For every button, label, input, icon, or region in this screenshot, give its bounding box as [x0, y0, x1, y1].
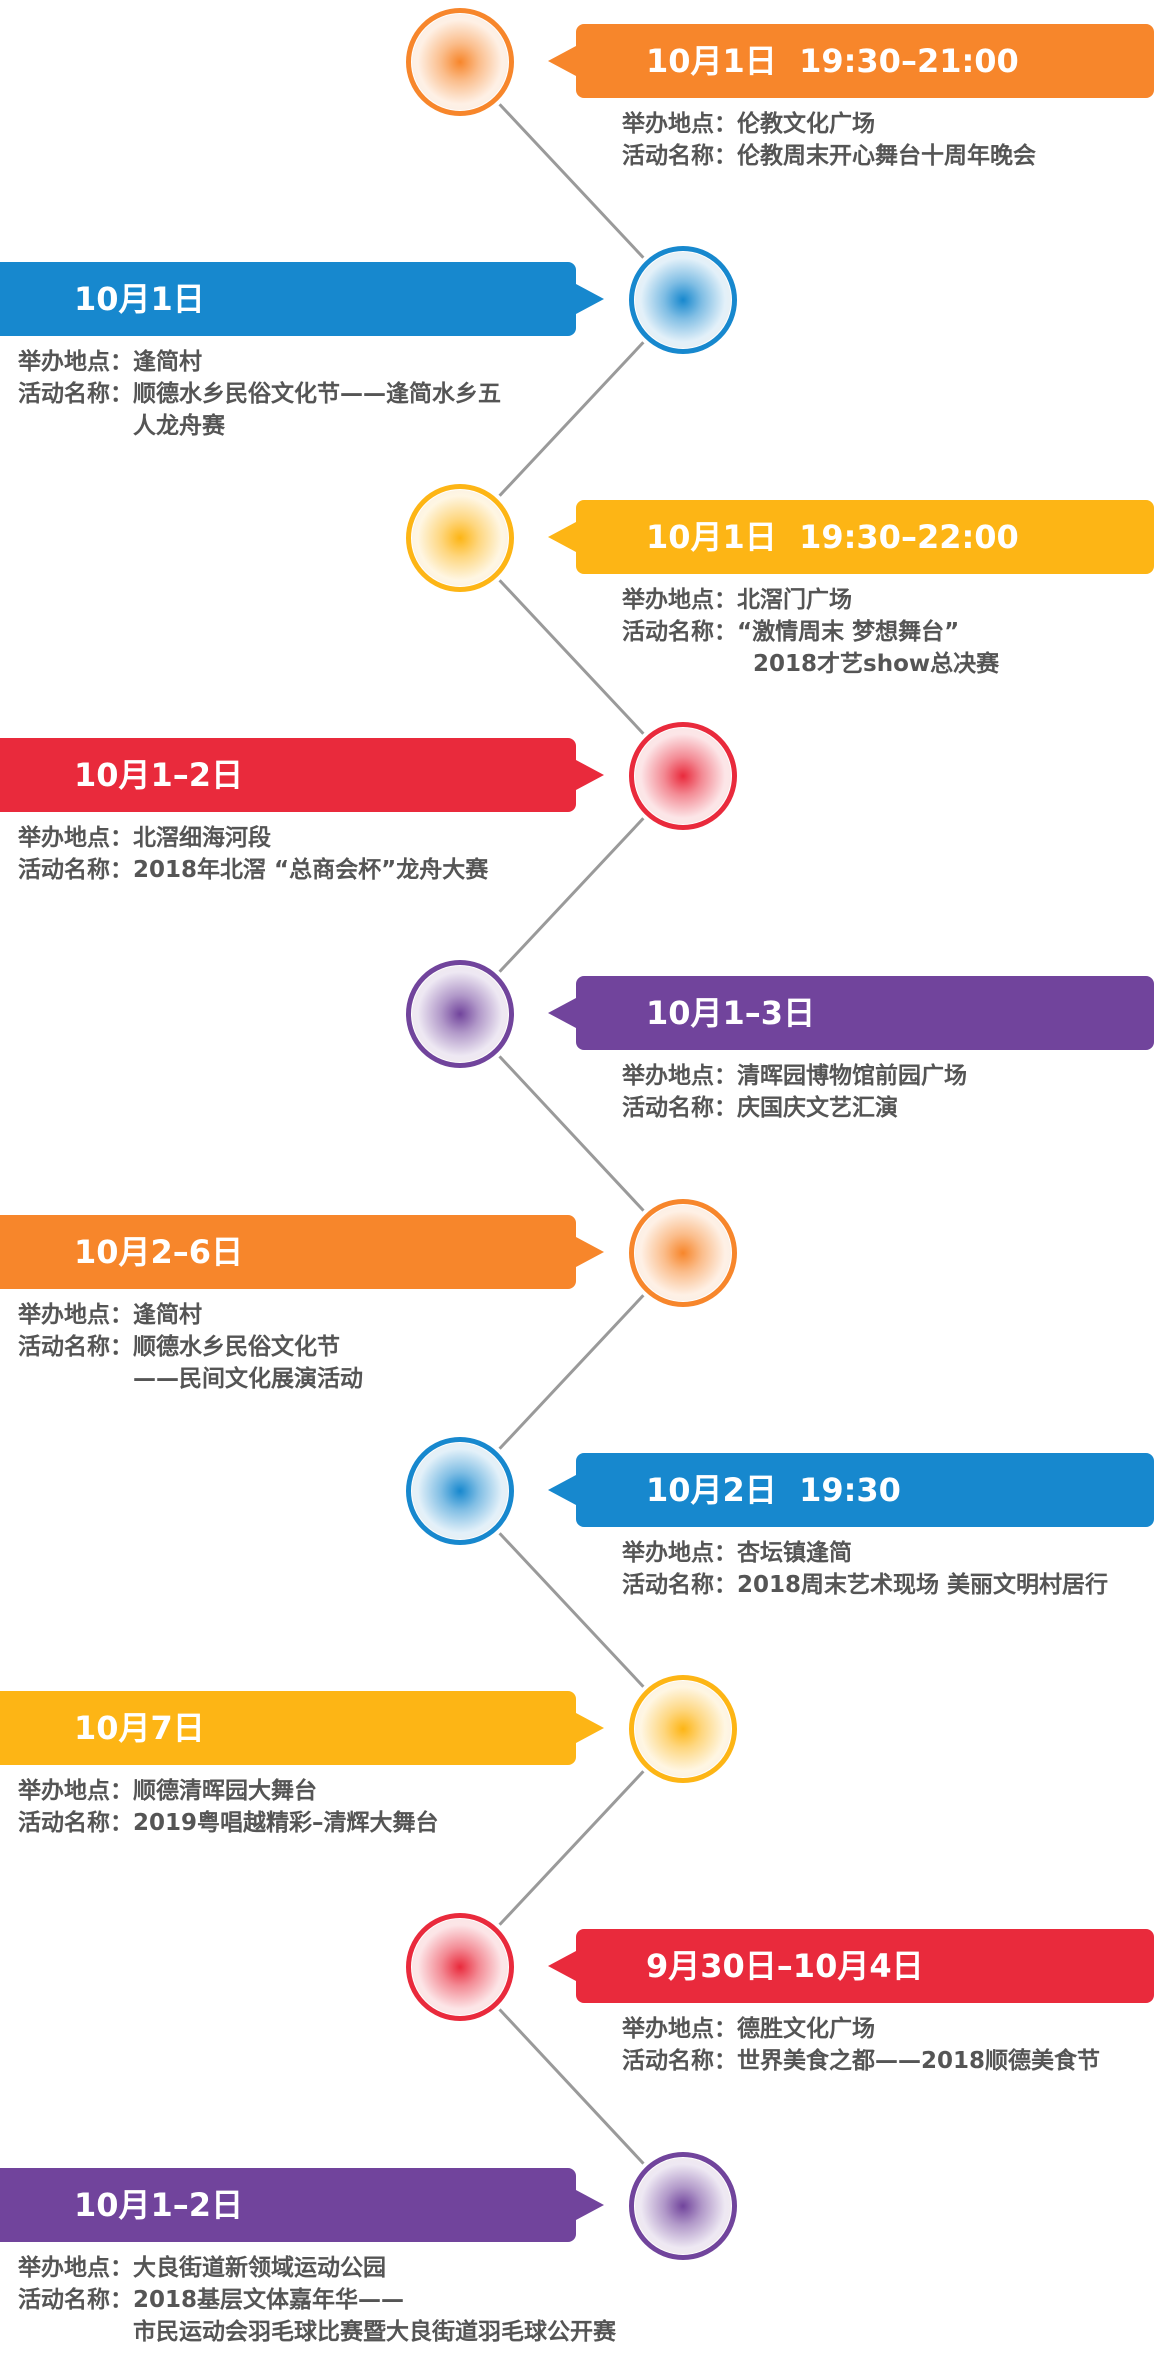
event-info: 举办地点：北滘门广场活动名称：“激情周末 梦想舞台” 2018才艺show总决赛: [622, 584, 999, 680]
node-core: [412, 966, 508, 1062]
event-venue: 逢简村: [133, 349, 202, 375]
event-name-label: 活动名称：: [18, 2287, 133, 2313]
event-name-line: 顺德水乡民俗文化节: [133, 1334, 340, 1360]
event-name-label: 活动名称：: [622, 1572, 737, 1598]
event-name-line: 世界美食之都——2018顺德美食节: [737, 2048, 1101, 2074]
timeline-node-6: [625, 1195, 741, 1311]
venue-label: 举办地点：: [622, 111, 737, 137]
event-info: 举办地点：逢简村活动名称：顺德水乡民俗文化节 ——民间文化展演活动: [18, 1299, 363, 1395]
event-venue: 北滘门广场: [737, 587, 852, 613]
node-core: [412, 14, 508, 110]
event-info: 举办地点：清晖园博物馆前园广场活动名称：庆国庆文艺汇演: [622, 1060, 967, 1124]
event-name-line: 2018才艺show总决赛: [737, 651, 1000, 677]
event-info: 举办地点：德胜文化广场活动名称：世界美食之都——2018顺德美食节: [622, 2013, 1100, 2077]
event-date: 10月7日: [74, 1709, 205, 1747]
event-date-banner: 10月7日: [0, 1691, 604, 1765]
event-name-line: “激情周末 梦想舞台”: [737, 619, 960, 645]
node-core: [635, 1205, 731, 1301]
node-core: [635, 2158, 731, 2254]
event-info: 举办地点：杏坛镇逢简活动名称：2018周末艺术现场 美丽文明村居行: [622, 1537, 1108, 1601]
event-name-line: ——民间文化展演活动: [133, 1366, 363, 1392]
event-info: 举办地点：顺德清晖园大舞台活动名称：2019粤唱越精彩–清辉大舞台: [18, 1775, 439, 1839]
event-name-label: 活动名称：: [622, 2048, 737, 2074]
timeline-node-9: [402, 1909, 518, 2025]
event-date-banner: 10月1–2日: [0, 738, 604, 812]
event-venue: 杏坛镇逢简: [737, 1540, 852, 1566]
event-info: 举办地点：伦教文化广场活动名称：伦教周末开心舞台十周年晚会: [622, 108, 1036, 172]
event-date: 10月1–3日: [646, 994, 816, 1032]
event-date-banner: 10月1–2日: [0, 2168, 604, 2242]
event-name-label: 活动名称：: [622, 143, 737, 169]
event-date: 10月1–2日: [74, 756, 244, 794]
event-name-line: 2019粤唱越精彩–清辉大舞台: [133, 1810, 439, 1836]
venue-label: 举办地点：: [622, 1063, 737, 1089]
event-name-line: 顺德水乡民俗文化节——逢简水乡五: [133, 381, 501, 407]
event-name-label: 活动名称：: [18, 381, 133, 407]
node-core: [635, 728, 731, 824]
event-venue: 北滘细海河段: [133, 825, 271, 851]
event-name-line: 2018基层文体嘉年华——: [133, 2287, 405, 2313]
event-venue: 伦教文化广场: [737, 111, 875, 137]
timeline-node-2: [625, 242, 741, 358]
event-venue: 大良街道新领域运动公园: [133, 2255, 386, 2281]
event-info: 举办地点：大良街道新领域运动公园活动名称：2018基层文体嘉年华—— 市民运动会羽…: [18, 2252, 616, 2348]
event-info: 举办地点：逢简村活动名称：顺德水乡民俗文化节——逢简水乡五人龙舟赛: [18, 346, 501, 442]
event-name-line: 2018年北滘 “总商会杯”龙舟大赛: [133, 857, 489, 883]
timeline-node-7: [402, 1433, 518, 1549]
event-name-label: 活动名称：: [622, 619, 737, 645]
event-info: 举办地点：北滘细海河段活动名称：2018年北滘 “总商会杯”龙舟大赛: [18, 822, 488, 886]
event-venue: 逢简村: [133, 1302, 202, 1328]
timeline-node-8: [625, 1671, 741, 1787]
venue-label: 举办地点：: [622, 1540, 737, 1566]
event-date: 10月1日: [74, 280, 205, 318]
node-core: [635, 1681, 731, 1777]
event-date: 10月1–2日: [74, 2186, 244, 2224]
event-name-line: 伦教周末开心舞台十周年晚会: [737, 143, 1036, 169]
venue-label: 举办地点：: [622, 2016, 737, 2042]
event-date: 10月1日 19:30–21:00: [646, 42, 1019, 80]
venue-label: 举办地点：: [18, 1778, 133, 1804]
event-name-label: 活动名称：: [622, 1095, 737, 1121]
event-date: 10月2–6日: [74, 1233, 244, 1271]
venue-label: 举办地点：: [18, 2255, 133, 2281]
venue-label: 举办地点：: [18, 1302, 133, 1328]
venue-label: 举办地点：: [622, 587, 737, 613]
event-date-banner: 9月30日–10月4日: [548, 1929, 1154, 2003]
event-date: 10月2日 19:30: [646, 1471, 901, 1509]
event-date-banner: 10月1日 19:30–22:00: [548, 500, 1154, 574]
event-date-banner: 10月1–3日: [548, 976, 1154, 1050]
event-name-line: 人龙舟赛: [133, 413, 225, 439]
node-core: [635, 252, 731, 348]
event-venue: 德胜文化广场: [737, 2016, 875, 2042]
venue-label: 举办地点：: [18, 349, 133, 375]
node-core: [412, 1919, 508, 2015]
event-date: 10月1日 19:30–22:00: [646, 518, 1019, 556]
event-name-label: 活动名称：: [18, 1334, 133, 1360]
timeline-node-5: [402, 956, 518, 1072]
event-venue: 顺德清晖园大舞台: [133, 1778, 317, 1804]
timeline-node-10: [625, 2148, 741, 2264]
event-date-banner: 10月2–6日: [0, 1215, 604, 1289]
node-core: [412, 1443, 508, 1539]
event-name-line: 2018周末艺术现场 美丽文明村居行: [737, 1572, 1109, 1598]
event-name-label: 活动名称：: [18, 857, 133, 883]
event-name-line: 庆国庆文艺汇演: [737, 1095, 898, 1121]
event-date-banner: 10月1日: [0, 262, 604, 336]
timeline-node-3: [402, 480, 518, 596]
event-name-label: 活动名称：: [18, 1810, 133, 1836]
node-core: [412, 490, 508, 586]
event-date-banner: 10月1日 19:30–21:00: [548, 24, 1154, 98]
event-venue: 清晖园博物馆前园广场: [737, 1063, 967, 1089]
venue-label: 举办地点：: [18, 825, 133, 851]
timeline-node-4: [625, 718, 741, 834]
event-date: 9月30日–10月4日: [646, 1947, 924, 1985]
event-name-line: 市民运动会羽毛球比赛暨大良街道羽毛球公开赛: [133, 2319, 616, 2345]
timeline-node-1: [402, 4, 518, 120]
event-date-banner: 10月2日 19:30: [548, 1453, 1154, 1527]
